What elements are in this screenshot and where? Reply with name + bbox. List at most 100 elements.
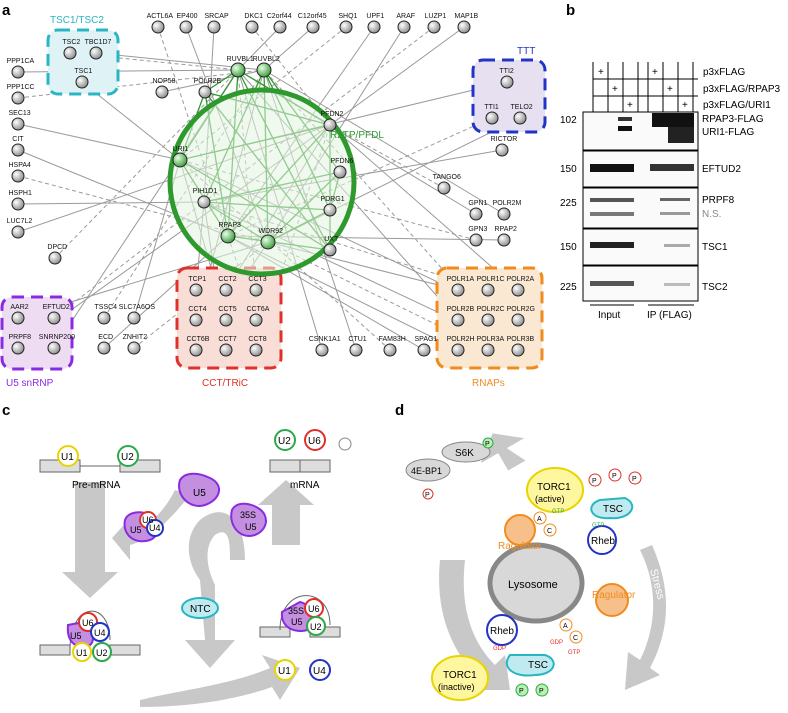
premrna-label: Pre-mRNA xyxy=(72,480,121,491)
panel-b: b + + + + + + p3xFLAG p3xFLAG/RPAP3 p3xF… xyxy=(560,2,781,321)
label-eftud2: EFTUD2 xyxy=(702,164,741,175)
node-label-polr1a: POLR1A xyxy=(447,276,475,283)
ttt-group-label: TTT xyxy=(517,46,535,57)
lysosome-label: Lysosome xyxy=(508,579,558,591)
construct-grid xyxy=(592,62,698,112)
u5-free xyxy=(178,472,220,507)
node-label-actl6a: ACTL6A xyxy=(147,13,174,20)
growth-label: Growth xyxy=(419,603,440,640)
node-label-tbc1d7: TBC1D7 xyxy=(85,39,112,46)
node-polr3a xyxy=(481,343,495,357)
edge-tango6-pfdn2 xyxy=(329,124,445,189)
gdp-2: GDP xyxy=(493,646,506,652)
node-label-tti2: TTI2 xyxy=(499,68,513,75)
node-map1b xyxy=(457,20,471,34)
node-label-tsc2: TSC2 xyxy=(62,39,80,46)
node-ppp1ca xyxy=(11,65,25,79)
node-fam83h xyxy=(383,343,397,357)
tri-u4-label: U4 xyxy=(149,523,161,533)
node-tbc1d7 xyxy=(89,46,103,60)
node-label-map1b: MAP1B xyxy=(455,13,479,20)
sp-u5-label: U5 xyxy=(70,631,82,641)
panel-a: a TSC1/TSC2 TTT U5 snRNP CCT/TRiC RNAPs … xyxy=(0,2,547,389)
node-label-cct5: CCT5 xyxy=(218,306,236,313)
rag-right-a: A xyxy=(563,623,568,630)
node-slc7a6os xyxy=(127,311,141,325)
sp2-35s-label: 35S xyxy=(288,606,304,616)
node-label-sec13: SEC13 xyxy=(9,110,31,117)
node-dkc1 xyxy=(245,20,259,34)
node-label-dkc1: DKC1 xyxy=(244,13,263,20)
node-label-upf1: UPF1 xyxy=(366,13,384,20)
tsc-top xyxy=(590,496,634,520)
lysosome xyxy=(487,542,585,624)
u5-free-label: U5 xyxy=(193,488,206,499)
s6k-p: P xyxy=(485,441,490,448)
node-luzp1 xyxy=(427,20,441,34)
blot-prpf8 xyxy=(582,187,699,229)
label-uri1-flag: URI1-FLAG xyxy=(702,127,754,138)
rag-top-a: A xyxy=(537,516,542,523)
mw-225-a: 225 xyxy=(560,198,577,209)
u2-top xyxy=(117,445,139,467)
mw-102: 102 xyxy=(560,115,577,126)
node-polr2g xyxy=(511,313,525,327)
u1-top xyxy=(57,445,79,467)
node-uxt xyxy=(323,243,337,257)
node-tcp1 xyxy=(189,283,203,297)
label-rpap3-flag: RPAP3-FLAG xyxy=(702,114,764,125)
tri-u6-label: U6 xyxy=(142,515,154,525)
s6k-label: S6K xyxy=(455,448,474,459)
node-cct2 xyxy=(219,283,233,297)
node-ppp1cc xyxy=(11,91,25,105)
node-label-polr2m: POLR2M xyxy=(493,200,522,207)
node-label-cct4: CCT4 xyxy=(188,306,206,313)
mw-225-b: 225 xyxy=(560,282,577,293)
node-wdr92 xyxy=(260,234,276,250)
stress-label: Stress xyxy=(647,568,667,602)
panel-c-letter: c xyxy=(2,402,10,419)
node-eftud2 xyxy=(47,311,61,325)
ntc xyxy=(181,597,219,619)
mrna-label: mRNA xyxy=(290,480,320,491)
node-label-polr2b: POLR2B xyxy=(447,306,475,313)
node-label-csnk1a1: CSNK1A1 xyxy=(309,336,341,343)
u2-top-label: U2 xyxy=(121,452,134,463)
construct-label-3: p3xFLAG/URI1 xyxy=(703,100,771,111)
sp-u2-label: U2 xyxy=(96,648,108,658)
lane-ip: IP (FLAG) xyxy=(647,310,692,321)
ragulator-right-label: Ragulator xyxy=(592,590,636,601)
node-pfdn6 xyxy=(333,165,347,179)
node-cct6a xyxy=(249,313,263,327)
node-polr2m xyxy=(497,207,511,221)
node-label-polr2g: POLR2G xyxy=(507,306,535,313)
plus-input-1: + xyxy=(598,67,604,78)
node-label-spag1: SPAG1 xyxy=(415,336,438,343)
node-tti1 xyxy=(485,111,499,125)
panel-a-letter: a xyxy=(2,2,11,19)
node-shq1 xyxy=(339,20,353,34)
node-label-ep400: EP400 xyxy=(177,13,198,20)
node-cit xyxy=(11,143,25,157)
node-prpf8 xyxy=(11,341,25,355)
lane-input: Input xyxy=(598,310,620,321)
growth-arrow xyxy=(439,560,510,690)
edge-dpcd-ruvbl1 xyxy=(54,69,239,259)
node-label-wdr92: WDR92 xyxy=(259,228,284,235)
panel-d-letter: d xyxy=(395,402,404,419)
label-prpf8: PRPF8 xyxy=(702,195,735,206)
node-label-gpn1: GPN1 xyxy=(468,200,487,207)
node-label-shq1: SHQ1 xyxy=(338,13,357,20)
r2tp-group-label: R2TP/PFDL xyxy=(330,130,384,141)
torc1-inactive xyxy=(431,655,489,701)
node-label-nop58: NOP58 xyxy=(153,78,176,85)
node-sec13 xyxy=(11,117,25,131)
edge-map1b-pfdn2 xyxy=(329,26,465,126)
node-pdrg1 xyxy=(323,203,337,217)
node-pih1d1 xyxy=(197,195,211,209)
node-label-dpcd: DPCD xyxy=(47,244,67,251)
edge-ppp1cc-ruvbl2 xyxy=(17,69,265,99)
tsc-top-label: TSC xyxy=(603,504,623,515)
node-label-znhit2: ZNHIT2 xyxy=(123,334,148,341)
node-cct3 xyxy=(249,283,263,297)
